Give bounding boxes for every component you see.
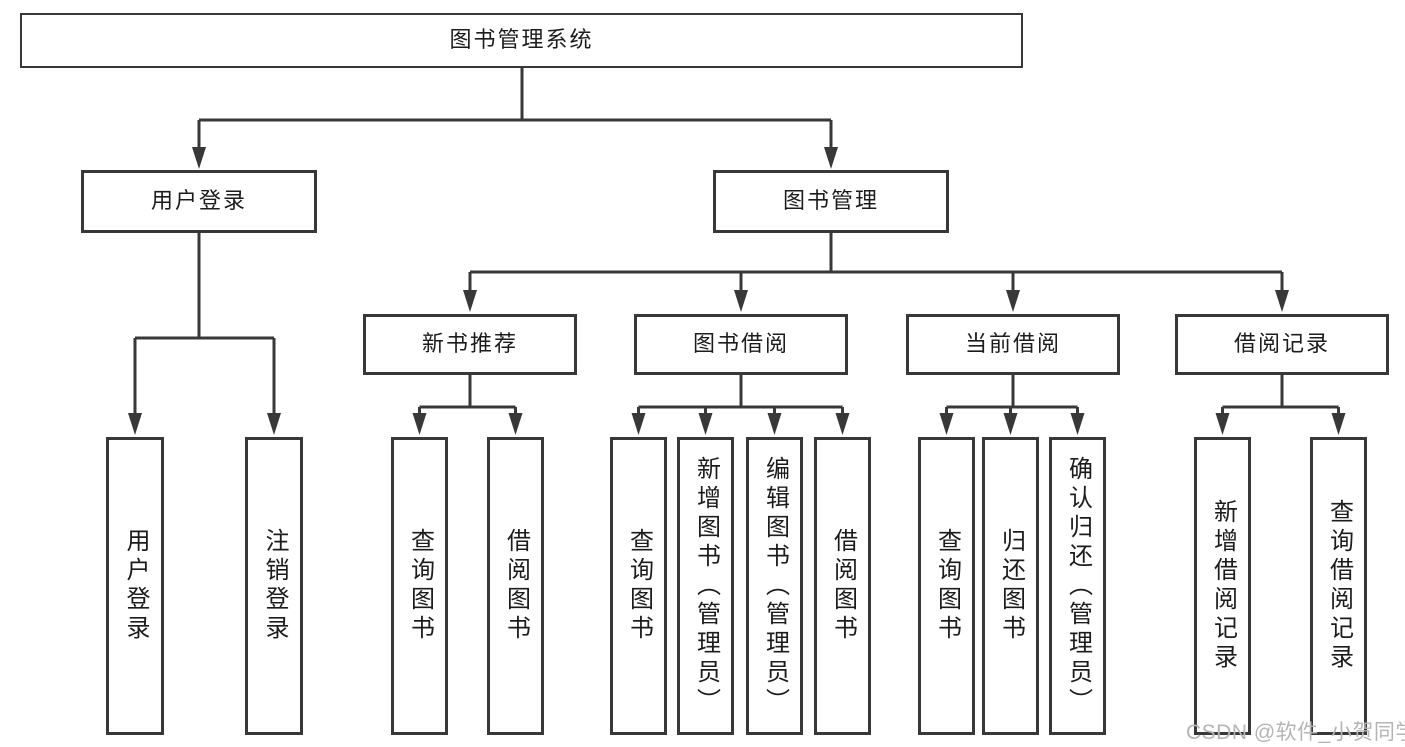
- node-borrowing-records: 借阅记录: [1175, 314, 1389, 375]
- leaf-query-books-borrow: 查询图书: [610, 437, 667, 735]
- leaf-add-borrow-record: 新增借阅记录: [1194, 437, 1251, 735]
- node-book-management: 图书管理: [713, 170, 949, 233]
- node-library-system: 图书管理系统: [20, 13, 1023, 68]
- leaf-query-books-recommend: 查询图书: [391, 437, 448, 735]
- csdn-watermark: CSDN @软件_小贺同学: [1186, 721, 1405, 744]
- leaf-logout: 注销登录: [245, 437, 303, 735]
- leaf-edit-book-admin: 编辑图书（管理员）: [746, 437, 803, 735]
- leaf-query-books-current: 查询图书: [918, 437, 975, 735]
- leaf-borrow-books-recommend: 借阅图书: [487, 437, 544, 735]
- leaf-return-books: 归还图书: [982, 437, 1039, 735]
- leaf-user-login: 用户登录: [106, 437, 164, 735]
- arrowheads: [128, 147, 1346, 435]
- node-current-borrowing: 当前借阅: [906, 314, 1120, 375]
- leaf-query-borrow-record: 查询借阅记录: [1310, 437, 1367, 735]
- node-user-login: 用户登录: [81, 170, 317, 233]
- node-book-borrowing: 图书借阅: [634, 314, 848, 375]
- node-new-book-recommendation: 新书推荐: [363, 314, 577, 375]
- leaf-borrow-books: 借阅图书: [814, 437, 871, 735]
- leaf-add-book-admin: 新增图书（管理员）: [677, 437, 734, 735]
- leaf-confirm-return-admin: 确认归还（管理员）: [1049, 437, 1106, 735]
